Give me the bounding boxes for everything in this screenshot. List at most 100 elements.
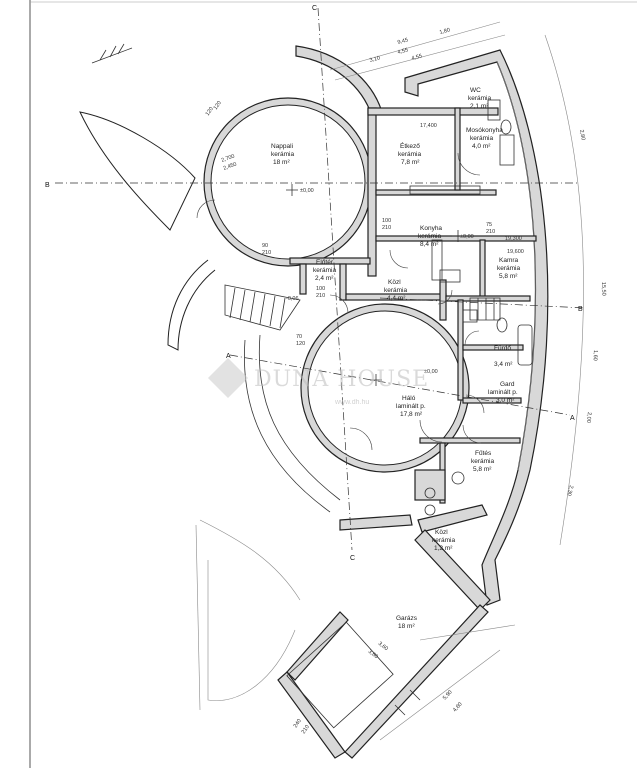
dim-bottom-6: 210 bbox=[301, 724, 311, 735]
dimension-texts: 9,45 1,80 3,10 4,55 4,55 2,700 2,450 120… bbox=[205, 27, 607, 735]
elevation-markers: ±0,00 ±0,00 -0,06 ±0,00 bbox=[286, 184, 474, 386]
room-name: Nappali bbox=[271, 143, 293, 150]
section-mark-b-left: B bbox=[45, 182, 50, 189]
room-furdo: Fürdő 3,4 m² bbox=[494, 345, 513, 368]
room-name: Fürdő bbox=[494, 345, 511, 352]
outer-wall-right-inner bbox=[496, 61, 536, 471]
dim-int-1: 17,400 bbox=[420, 123, 437, 129]
room-kozl-1: Közl kerámia 4,4 m² bbox=[384, 279, 408, 302]
room-wc: WC kerámia 2,1 m² bbox=[468, 87, 492, 110]
interior-walls bbox=[289, 107, 537, 504]
dim-top-5: 4,55 bbox=[411, 53, 423, 62]
room-name: Háló bbox=[402, 395, 416, 402]
elevation-living: ±0,00 bbox=[300, 188, 314, 194]
dim-bottom-1: 5,90 bbox=[442, 689, 454, 701]
garage-walls bbox=[277, 504, 491, 759]
room-gard: Gard laminált p. 3,0 m² bbox=[488, 381, 518, 404]
watermark-url: www.dh.hu bbox=[334, 399, 369, 406]
room-floor: kerámia bbox=[418, 233, 442, 240]
terrace-curves bbox=[195, 334, 341, 711]
dim-top-1: 9,45 bbox=[397, 37, 409, 46]
room-kamra: Kamra kerámia 5,8 m² bbox=[497, 257, 521, 280]
dim-top-2: 1,80 bbox=[439, 27, 451, 36]
room-area: 4,4 m² bbox=[387, 295, 406, 302]
dim-bottom-4: 3,60 bbox=[367, 649, 379, 660]
dim-int-9: 120 bbox=[296, 341, 305, 347]
dim-right-2: 15,50 bbox=[600, 282, 606, 296]
room-garazs: Garázs 18 m² bbox=[396, 615, 418, 630]
elevation-kitchen: ±0,00 bbox=[460, 234, 474, 240]
dim-int-4: 100 bbox=[382, 218, 391, 224]
room-area: 18 m² bbox=[398, 623, 415, 630]
dim-bottom-3: 3,60 bbox=[377, 641, 389, 652]
watermark: DUNA HOUSE www.dh.hu bbox=[208, 358, 428, 406]
room-halo: Háló laminált p. 17,8 m² bbox=[396, 395, 426, 418]
dim-right-5: 2,30 bbox=[565, 485, 573, 497]
room-name: Garázs bbox=[396, 615, 418, 622]
room-floor: kerámia bbox=[432, 537, 456, 544]
room-area: 3,4 m² bbox=[494, 361, 513, 368]
room-floor: kerámia bbox=[313, 267, 337, 274]
elevation-hall: -0,06 bbox=[286, 296, 299, 302]
room-name: Konyha bbox=[420, 225, 442, 232]
room-eloter: Előtér kerámia 2,4 m² bbox=[313, 259, 337, 282]
room-mosokonyha: Mosókonyha kerámia 4,0 m² bbox=[466, 127, 503, 150]
north-arrow-icon bbox=[91, 43, 133, 64]
living-room-circle bbox=[203, 97, 373, 267]
room-nappali: Nappali kerámia 18 m² bbox=[271, 143, 295, 166]
dim-int-7: 210 bbox=[486, 229, 495, 235]
room-area: 18 m² bbox=[273, 159, 290, 166]
section-mark-a-left: A bbox=[226, 353, 231, 360]
room-kozl-2: Közl kerámia 1,2 m² bbox=[432, 529, 456, 552]
room-name: Mosókonyha bbox=[466, 127, 503, 134]
room-name: Kamra bbox=[499, 257, 519, 264]
room-name: Gard bbox=[500, 381, 515, 388]
fixtures bbox=[409, 99, 533, 516]
stairs bbox=[224, 284, 501, 331]
room-floor: kerámia bbox=[468, 95, 492, 102]
dim-int-12: 90 bbox=[262, 243, 268, 249]
dim-right-4: 2,00 bbox=[585, 412, 592, 423]
watermark-logo-icon bbox=[208, 358, 248, 398]
room-futes: Fűtés kerámia 5,8 m² bbox=[471, 450, 495, 473]
room-floor: kerámia bbox=[271, 151, 295, 158]
room-area: 2,1 m² bbox=[470, 103, 489, 110]
dim-int-6: 75 bbox=[486, 222, 492, 228]
room-floor: laminált p. bbox=[396, 403, 426, 410]
room-area: 5,8 m² bbox=[499, 273, 518, 280]
room-name: Közl bbox=[435, 529, 448, 536]
dimension-lines bbox=[329, 21, 584, 741]
dim-top-4: 4,55 bbox=[397, 47, 409, 56]
room-name: Közl bbox=[388, 279, 401, 286]
dim-int-13: 210 bbox=[262, 250, 271, 256]
dim-circle-2: 2,450 bbox=[223, 162, 238, 172]
room-floor: laminált p. bbox=[488, 389, 518, 396]
terrace-left bbox=[79, 111, 216, 351]
room-area: 8,4 m² bbox=[420, 241, 439, 248]
elevation-crosshair-icon bbox=[286, 184, 464, 386]
bedroom-circle bbox=[300, 303, 470, 473]
room-area: 4,0 m² bbox=[472, 143, 491, 150]
room-konyha: Konyha kerámia 8,4 m² bbox=[418, 225, 442, 248]
room-area: 17,8 m² bbox=[400, 411, 423, 418]
room-area: 5,8 m² bbox=[473, 466, 492, 473]
dim-int-5: 210 bbox=[382, 225, 391, 231]
room-labels: Nappali kerámia 18 m² Étkező kerámia 7,8… bbox=[271, 87, 521, 630]
dim-int-11: 210 bbox=[316, 293, 325, 299]
room-floor: kerámia bbox=[497, 265, 521, 272]
section-mark-b-right: B bbox=[578, 306, 583, 313]
room-floor: kerámia bbox=[471, 458, 495, 465]
section-mark-c-bottom: C bbox=[350, 555, 355, 562]
room-name: Étkező bbox=[400, 141, 420, 150]
dim-int-3: 19,600 bbox=[507, 249, 524, 255]
dim-top-3: 3,10 bbox=[369, 55, 381, 64]
room-area: 3,0 m² bbox=[496, 397, 515, 404]
door-swings bbox=[196, 152, 485, 451]
room-floor: kerámia bbox=[398, 151, 422, 158]
elevation-bedroom: ±0,00 bbox=[424, 369, 438, 375]
room-name: WC bbox=[470, 87, 481, 94]
room-area: 2,4 m² bbox=[315, 275, 334, 282]
room-area: 1,2 m² bbox=[434, 545, 453, 552]
room-floor: kerámia bbox=[470, 135, 494, 142]
